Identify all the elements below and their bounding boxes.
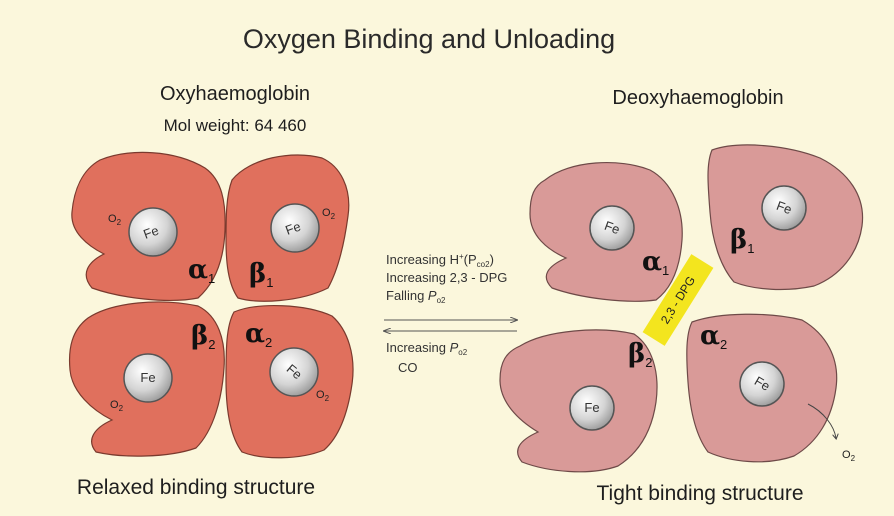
oxyhaemoglobin-label: Oxyhaemoglobin [160,83,310,105]
fe-heme-icon: Fe [570,386,614,430]
condition-increasing-po2: Increasing Po2 [386,340,468,357]
fe-heme-icon: Fe [762,186,806,230]
relaxed-structure-label: Relaxed binding structure [77,476,315,499]
equilibrium-conditions: Increasing H+(Pco2) Increasing 2,3 - DPG… [384,252,517,375]
tight-structure-label: Tight binding structure [597,482,804,505]
diagram-title: Oxygen Binding and Unloading [243,24,615,54]
beta2-label-deoxy: β2 [628,339,653,370]
fe-label: Fe [140,370,155,385]
fe-heme-icon: Fe [590,206,634,250]
deoxyhaemoglobin-label: Deoxyhaemoglobin [612,87,783,109]
fe-heme-icon: Fe [740,362,784,406]
mol-weight-label: Mol weight: 64 460 [164,116,307,135]
condition-increasing-h: Increasing H+(Pco2) [386,252,494,269]
condition-co: CO [398,360,418,375]
oxyhaemoglobin-molecule [70,152,353,457]
o2-released-label: O2 [842,449,856,463]
fe-heme-icon: Fe [271,204,319,252]
condition-falling-po2: Falling Po2 [386,288,446,305]
condition-increasing-dpg: Increasing 2,3 - DPG [386,270,507,285]
fe-heme-icon: Fe [270,348,318,396]
fe-label: Fe [584,400,599,415]
fe-heme-icon: Fe [124,354,172,402]
fe-heme-icon: Fe [129,208,177,256]
